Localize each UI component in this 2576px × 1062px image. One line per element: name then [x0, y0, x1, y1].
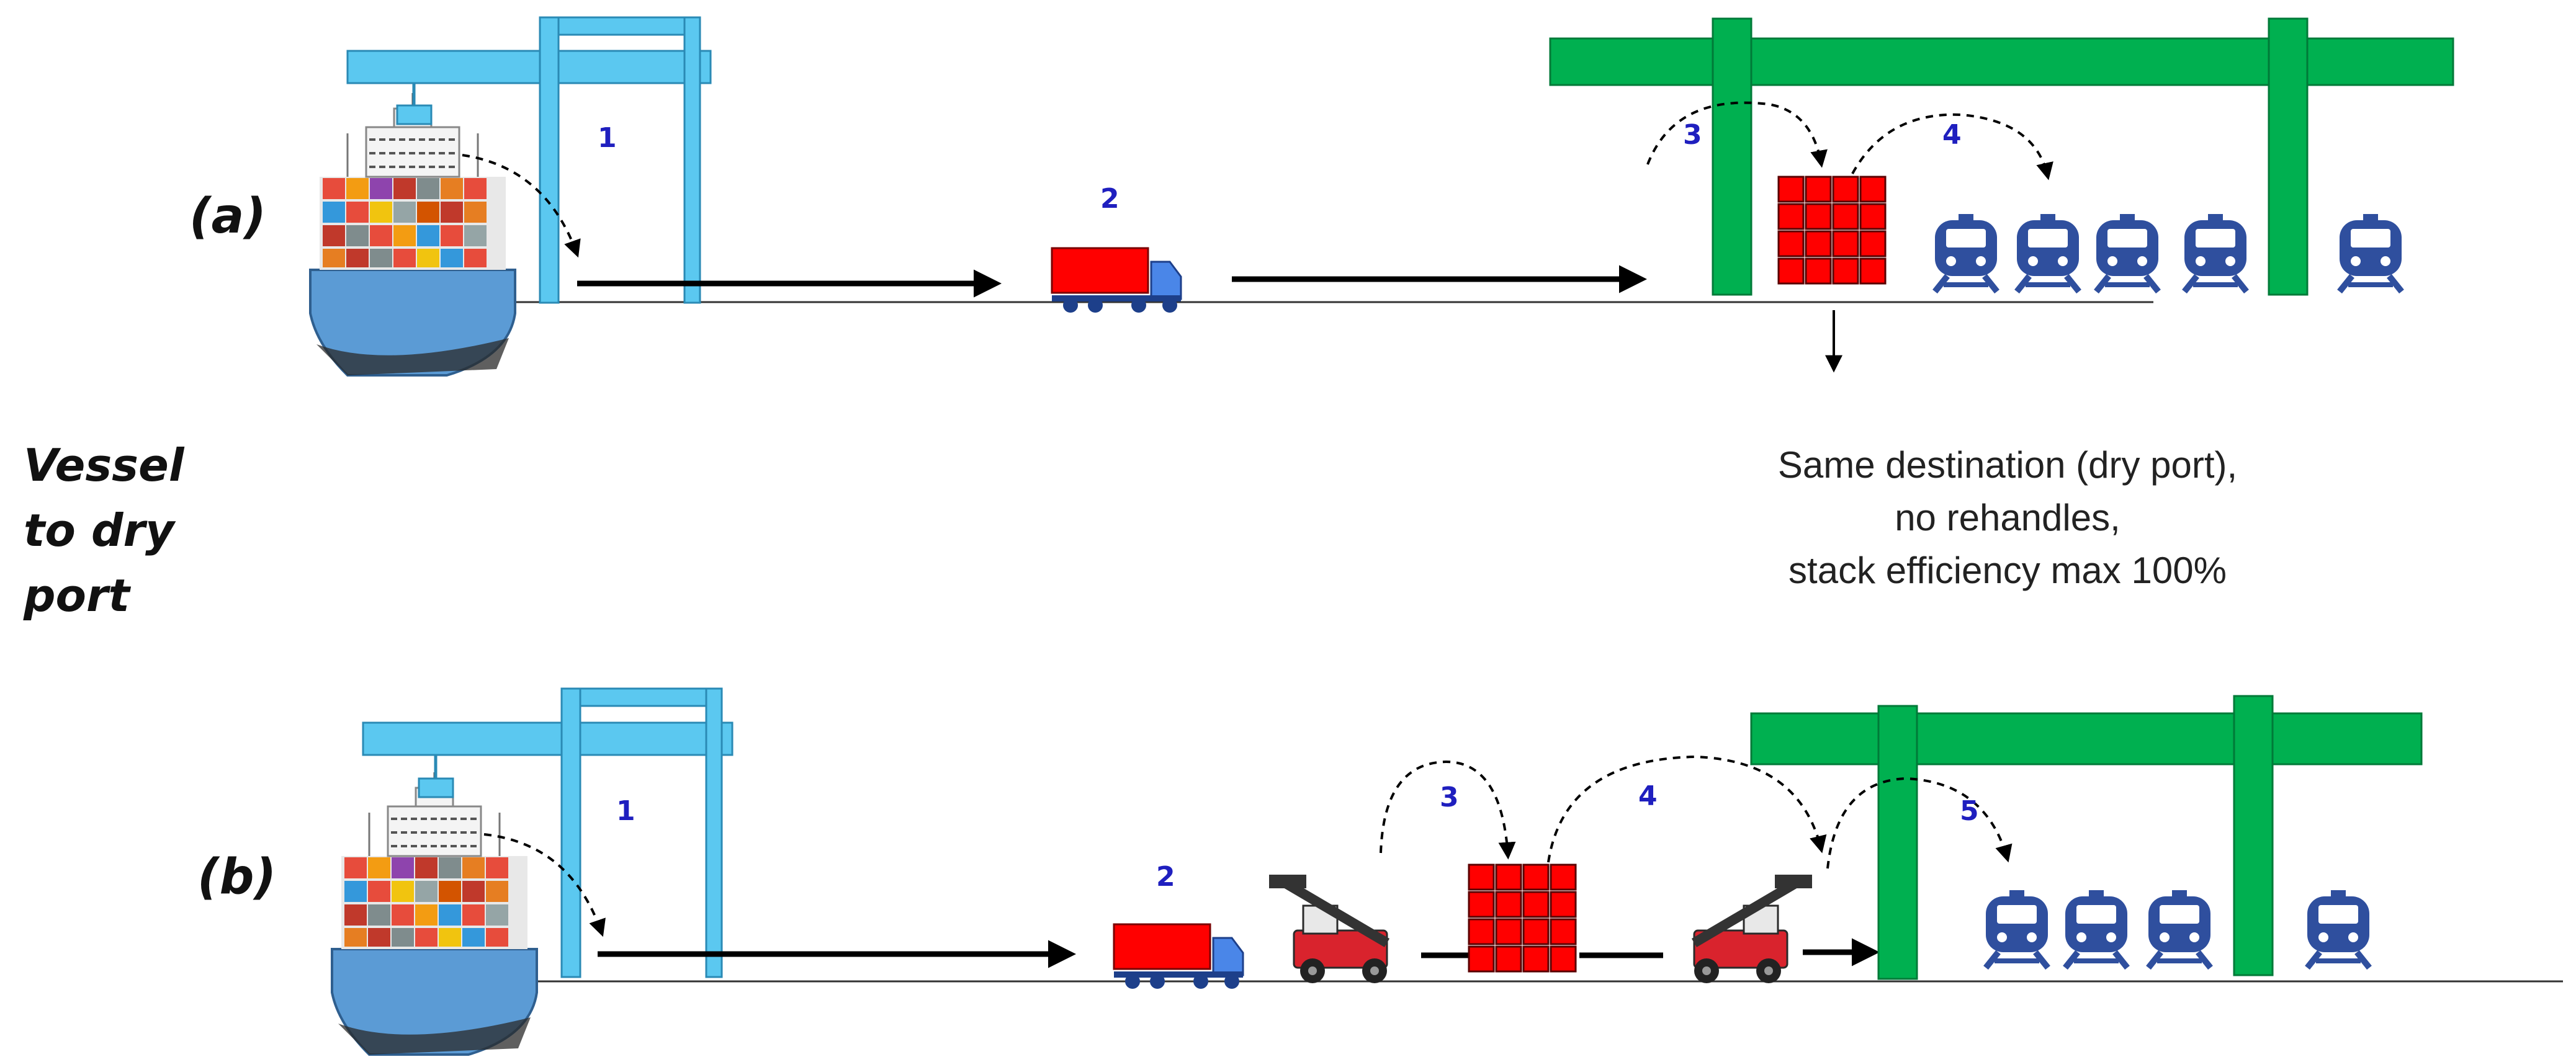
scenario-a-label: (a)	[189, 189, 266, 244]
vessel-icon	[309, 92, 516, 377]
note-line: Same destination (dry port),	[1778, 444, 2237, 486]
train-icon	[2340, 214, 2402, 292]
train-icon	[2065, 890, 2127, 968]
scenario-b-label: (b)	[197, 849, 276, 905]
container-stack-icon	[1468, 863, 1577, 973]
reach-stacker-icon	[1694, 875, 1812, 983]
scenario-a: 1 2 3 4	[309, 16, 2454, 377]
side-label-line: to dry	[24, 504, 176, 556]
note-line: stack efficiency max 100%	[1788, 550, 2227, 591]
scenario-b: 1 2 3 4 5	[331, 687, 2563, 1056]
side-label: Vessel to dry port	[23, 439, 185, 622]
truck-icon	[1113, 923, 1244, 990]
train-icon	[2096, 214, 2158, 292]
vessel-icon	[331, 771, 538, 1056]
train-icon	[2017, 214, 2079, 292]
gantry-crane-icon	[1549, 17, 2454, 296]
train-icon	[2148, 890, 2210, 968]
step-label: 3	[1440, 782, 1459, 813]
side-label-line: port	[23, 569, 132, 622]
step-label: 1	[616, 795, 635, 827]
step-label: 4	[1638, 780, 1658, 812]
note: Same destination (dry port), no rehandle…	[1778, 444, 2237, 591]
step-label: 2	[1156, 861, 1175, 893]
step-label: 3	[1683, 119, 1702, 151]
train-icon	[1986, 890, 2048, 968]
step-label: 1	[598, 122, 617, 154]
quay-crane-icon	[362, 687, 734, 978]
gantry-crane-icon	[1750, 695, 2423, 980]
container-stack-icon	[1777, 176, 1887, 285]
note-line: no rehandles,	[1895, 497, 2120, 538]
side-label-line: Vessel	[24, 439, 185, 491]
step-label: 4	[1942, 119, 1962, 151]
step-label: 5	[1960, 795, 1979, 827]
reach-stacker-icon	[1269, 875, 1387, 983]
train-icon	[1935, 214, 1997, 292]
train-icon	[2184, 214, 2246, 292]
step-label: 2	[1100, 183, 1120, 215]
train-icon	[2307, 890, 2369, 968]
quay-crane-icon	[346, 16, 712, 304]
